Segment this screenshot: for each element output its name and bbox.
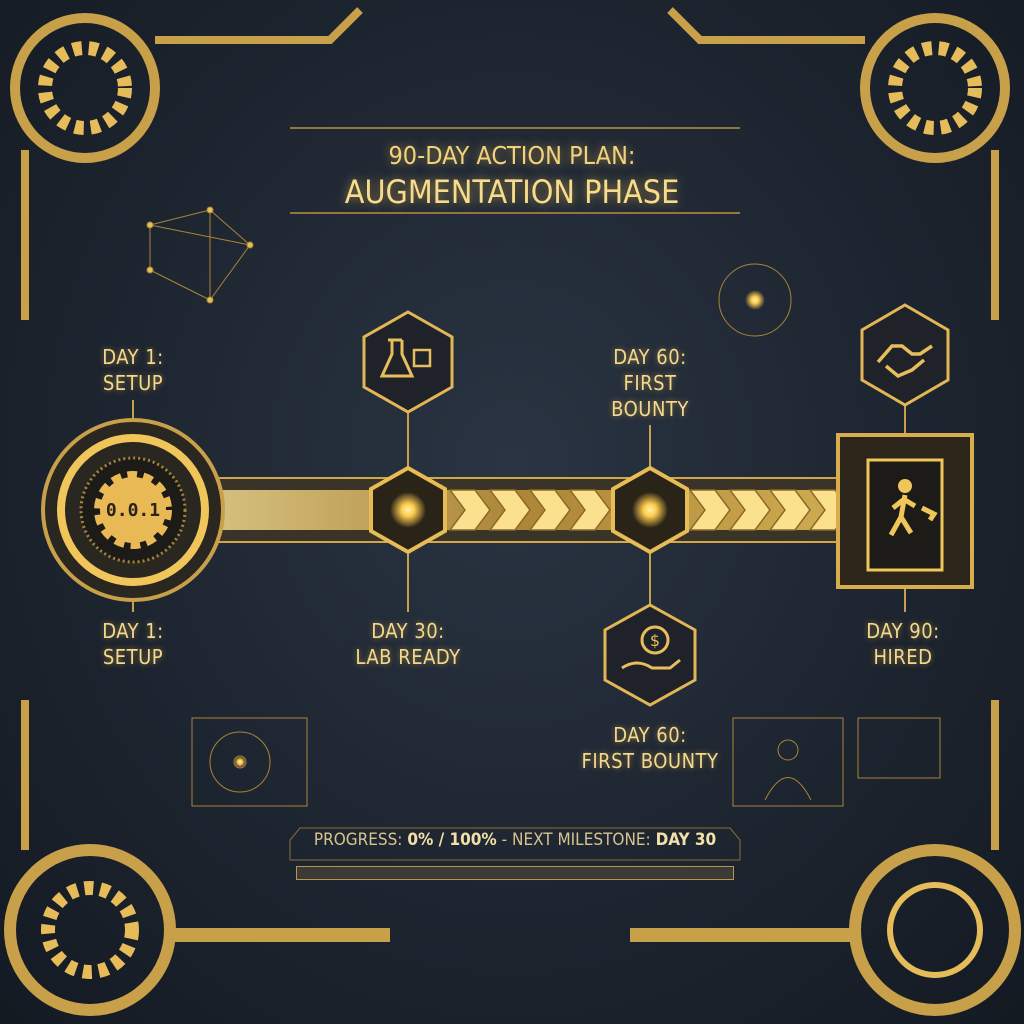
- progress-status: PROGRESS: 0% / 100% - NEXT MILESTONE: DA…: [290, 830, 740, 850]
- progress-frame: [289, 827, 741, 861]
- corner-gear-top-left: [10, 7, 363, 320]
- flask-chip-icon: [362, 310, 454, 414]
- corner-gear-bottom-right: [630, 700, 1021, 1016]
- start-gear-dial: [41, 418, 225, 602]
- day90-label: DAY 90: HIRED: [866, 619, 940, 669]
- title-line-2: AUGMENTATION PHASE: [344, 173, 680, 211]
- milestone-node-day30: [369, 465, 447, 555]
- progress-prefix: PROGRESS:: [313, 830, 403, 850]
- timeline-band: [199, 477, 851, 543]
- day30-label: DAY 30: LAB READY: [355, 619, 461, 669]
- timeline-chevrons: [448, 489, 851, 531]
- milestone-node-day60: [611, 465, 689, 555]
- day1-bottom-label: DAY 1: SETUP: [102, 619, 164, 669]
- hand-dollar-icon: $: [603, 603, 697, 707]
- progress-middle: - NEXT MILESTONE:: [501, 830, 651, 850]
- scan-panel-decoration: [732, 717, 941, 807]
- title-line-1: 90-DAY ACTION PLAN:: [388, 141, 636, 170]
- page-title: 90-DAY ACTION PLAN: AUGMENTATION PHASE: [0, 140, 1024, 212]
- network-graph-decoration: [146, 206, 254, 304]
- title-frame: [290, 127, 740, 214]
- progress-value: 0% / 100%: [407, 830, 497, 850]
- corner-gear-bottom-left: [4, 700, 390, 1016]
- day1-top-label: DAY 1: SETUP: [102, 345, 164, 395]
- radar-panel-decoration: [191, 717, 308, 807]
- day60-bottom-label: DAY 60: FIRST BOUNTY: [581, 723, 719, 773]
- start-gear-label: 0.0.1: [105, 500, 161, 521]
- corner-gear-top-right: [667, 7, 1010, 320]
- day60-top-label: DAY 60: FIRST BOUNTY: [611, 345, 689, 421]
- progress-bar: [296, 866, 734, 880]
- target-reticle-decoration: [718, 263, 792, 337]
- person-exit-door-icon: [836, 433, 974, 589]
- svg-text:$: $: [650, 631, 660, 650]
- next-milestone: DAY 30: [655, 830, 717, 850]
- handshake-icon: [860, 303, 950, 407]
